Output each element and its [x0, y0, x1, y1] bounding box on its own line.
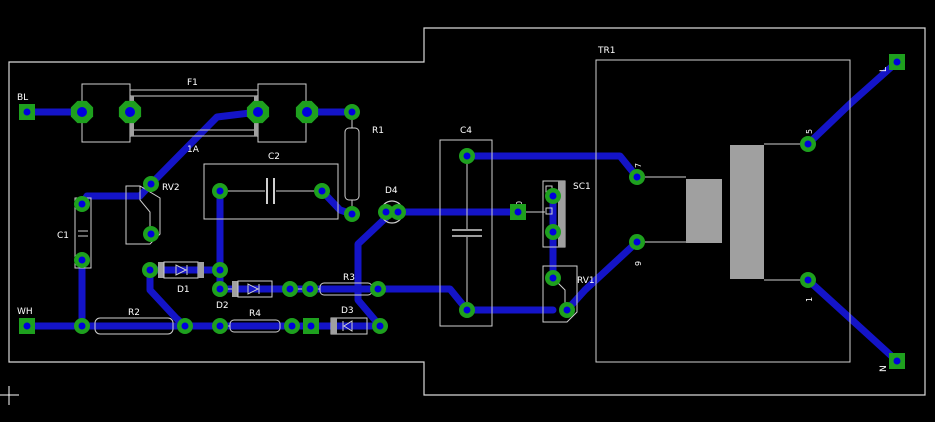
pad-rv2-b[interactable]: [143, 226, 159, 242]
pad-sc1-a[interactable]: [545, 188, 561, 204]
transformer-tr1-pin-7: 7: [634, 163, 643, 168]
trace-rv1-tr1: [563, 238, 641, 314]
connector-sc1-ref: SC1: [573, 182, 591, 192]
pad-r1-b[interactable]: [344, 206, 360, 222]
resistor-r2[interactable]: R2: [94, 308, 174, 335]
pad-r3-a[interactable]: [302, 281, 318, 297]
pad-f1-d[interactable]: [295, 100, 319, 124]
pad-c4-a[interactable]: [459, 148, 475, 164]
board-outline: [8, 27, 926, 396]
transformer-tr1-pin-9: 9: [634, 261, 643, 266]
trace-r3-c4: [374, 285, 471, 314]
trace-l-tr1: [804, 58, 901, 148]
trimmer-rv2-ref: RV2: [162, 183, 180, 193]
transformer-tr1[interactable]: TR1 SEC PRI 5 7 9 1: [595, 46, 851, 363]
pad-sc1-c[interactable]: [510, 204, 526, 220]
pad-d4-a[interactable]: [378, 204, 394, 220]
pad-d2-b[interactable]: [282, 281, 298, 297]
pad-sc1-b[interactable]: [545, 224, 561, 240]
connector-wh-label: WH: [17, 307, 33, 317]
pad-tr1-9[interactable]: [629, 234, 645, 250]
resistor-r4-ref: R4: [249, 309, 261, 319]
pad-f1-a[interactable]: [70, 100, 94, 124]
pad-l[interactable]: [889, 54, 905, 70]
pad-d2-a[interactable]: [212, 281, 228, 297]
pad-bl[interactable]: [19, 104, 35, 120]
pad-r4-b[interactable]: [284, 318, 300, 334]
pad-rv1-a[interactable]: [545, 270, 561, 286]
diode-d1[interactable]: D1: [158, 261, 204, 295]
pad-d1-a[interactable]: [142, 262, 158, 278]
pad-d1-b[interactable]: [212, 262, 228, 278]
pad-r3-b[interactable]: [370, 281, 386, 297]
diode-d3-ref: D3: [341, 306, 354, 316]
pad-c1-a[interactable]: [74, 196, 90, 212]
transformer-tr1-ref: TR1: [597, 46, 615, 56]
trace-c4-top: [463, 152, 641, 181]
fuse-f1-value: 1A: [187, 145, 200, 155]
transformer-tr1-pin-5: 5: [805, 129, 814, 134]
transformer-tr1-sec: SEC: [673, 202, 683, 222]
pad-rv1-b[interactable]: [559, 302, 575, 318]
trimmer-rv1-ref: RV1: [577, 276, 595, 286]
pad-c4-b[interactable]: [459, 302, 475, 318]
pad-r1-a[interactable]: [344, 104, 360, 120]
pad-r2-b[interactable]: [177, 318, 193, 334]
component-pads: [19, 54, 905, 369]
pad-wh[interactable]: [19, 318, 35, 334]
transformer-tr1-pri: PRI: [765, 204, 775, 221]
capacitor-c4[interactable]: C4: [439, 126, 493, 327]
connector-l-label: L: [879, 67, 889, 72]
trace-d4-down: [354, 208, 396, 330]
connector-sc1[interactable]: SC1 0: [515, 180, 591, 248]
pad-c2-a[interactable]: [212, 183, 228, 199]
pad-f1-b[interactable]: [118, 100, 142, 124]
pad-d4-b[interactable]: [390, 204, 406, 220]
pad-r4-a[interactable]: [212, 318, 228, 334]
pad-c2-b[interactable]: [314, 183, 330, 199]
connector-bl-label: BL: [17, 93, 28, 103]
led-d4-ref: D4: [385, 186, 398, 196]
pad-tr1-1[interactable]: [800, 272, 816, 288]
pad-d3-b[interactable]: [372, 318, 388, 334]
pad-tr1-7[interactable]: [629, 169, 645, 185]
fuse-f1-ref: F1: [187, 78, 198, 88]
diode-d2-ref: D2: [216, 301, 229, 311]
pad-tr1-5[interactable]: [800, 136, 816, 152]
connector-sc1-pin-label: 0: [515, 201, 524, 206]
pad-rv2-a[interactable]: [143, 176, 159, 192]
capacitor-c1-ref: C1: [57, 231, 69, 241]
resistor-r1[interactable]: R1: [344, 112, 384, 214]
pad-r2-a[interactable]: [74, 318, 90, 334]
trace-fuse-diag: [147, 108, 262, 188]
pad-n[interactable]: [889, 353, 905, 369]
diode-d1-ref: D1: [177, 285, 190, 295]
capacitor-c4-ref: C4: [460, 126, 472, 136]
transformer-tr1-pin-1: 1: [805, 297, 814, 302]
pad-d3-a[interactable]: [303, 318, 319, 334]
pad-c1-b[interactable]: [74, 252, 90, 268]
connector-n-label: N: [879, 365, 889, 372]
capacitor-c2-ref: C2: [268, 152, 280, 162]
pad-f1-c[interactable]: [246, 100, 270, 124]
resistor-r2-ref: R2: [128, 308, 140, 318]
capacitor-c2[interactable]: C2: [203, 152, 339, 220]
trace-n-tr1: [804, 276, 901, 365]
resistor-r3-ref: R3: [343, 273, 355, 283]
cursor-crosshair: [0, 386, 19, 405]
diode-d3[interactable]: D3: [330, 306, 368, 335]
trimmer-rv2[interactable]: RV2: [125, 183, 180, 245]
trace-c1-wh: [23, 256, 86, 330]
resistor-r1-ref: R1: [372, 126, 384, 136]
